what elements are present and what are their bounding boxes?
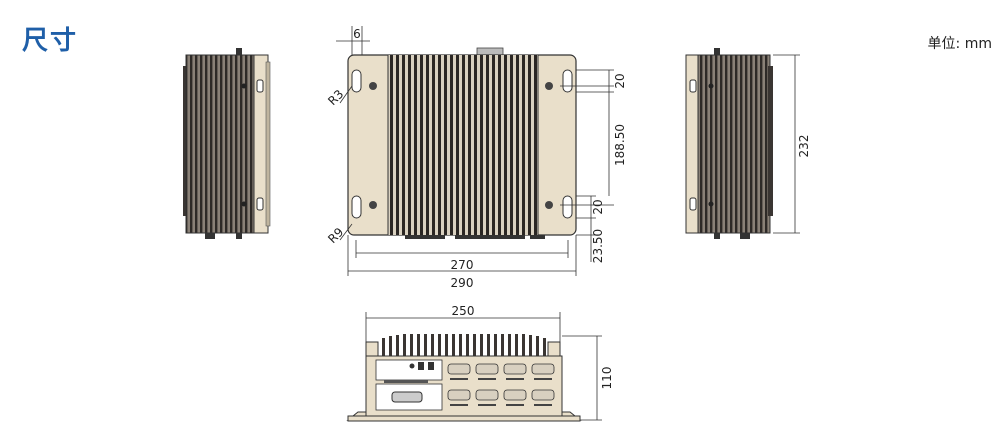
top-view	[347, 47, 577, 239]
top-view-dimension-lines	[336, 26, 614, 276]
dim-front-width: 250	[452, 304, 475, 318]
front-view	[346, 334, 582, 422]
dim-inner-width: 270	[451, 258, 474, 272]
dim-slot-lower: 20	[591, 199, 605, 214]
dim-outer-width: 290	[451, 276, 474, 290]
dim-slot-upper: 20	[613, 73, 627, 88]
left-side-view	[183, 48, 271, 239]
page-title: 尺寸	[22, 26, 79, 56]
dim-radius-large: R9	[325, 225, 346, 246]
right-side-view	[685, 48, 773, 239]
dim-bottom-offset: 23.50	[591, 229, 605, 263]
dim-side-height: 232	[797, 135, 811, 158]
side-height-dimension	[773, 54, 800, 234]
dim-radius-small: R3	[325, 87, 346, 108]
dim-hole-spacing: 188.50	[613, 124, 627, 166]
front-view-dimension-lines	[365, 312, 602, 421]
dim-top-offset: 6	[353, 27, 361, 41]
unit-label: 单位: mm	[927, 36, 992, 52]
dim-front-height: 110	[600, 367, 614, 390]
